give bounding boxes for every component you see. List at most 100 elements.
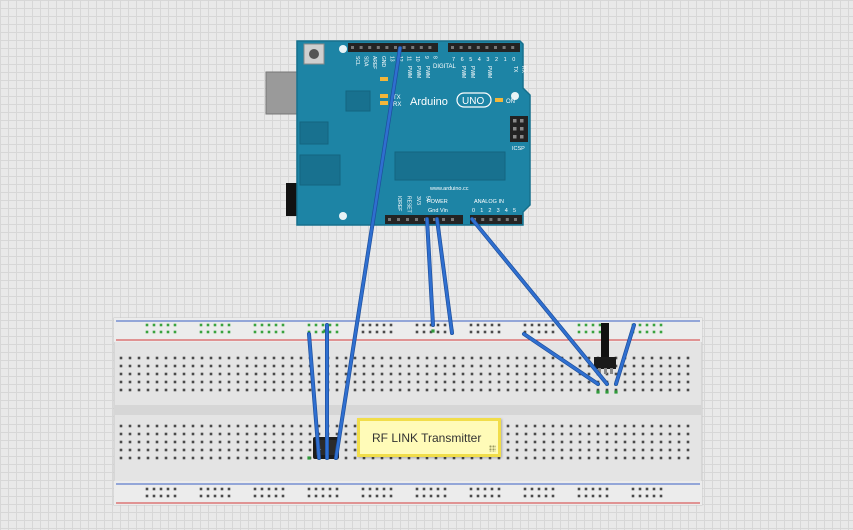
breadboard-hole[interactable]: [560, 388, 564, 392]
breadboard-hole[interactable]: [641, 356, 645, 360]
breadboard-hole[interactable]: [443, 388, 447, 392]
breadboard-hole[interactable]: [254, 448, 258, 452]
breadboard-hole[interactable]: [155, 424, 159, 428]
breadboard-hole[interactable]: [686, 372, 690, 376]
rail-hole[interactable]: [429, 494, 433, 498]
breadboard-hole[interactable]: [650, 388, 654, 392]
breadboard-hole[interactable]: [452, 456, 456, 460]
breadboard-hole[interactable]: [515, 424, 519, 428]
breadboard-hole[interactable]: [227, 356, 231, 360]
breadboard-hole[interactable]: [398, 364, 402, 368]
breadboard-hole[interactable]: [119, 388, 123, 392]
breadboard-hole[interactable]: [263, 356, 267, 360]
rail-hole[interactable]: [274, 330, 278, 334]
breadboard-hole[interactable]: [488, 364, 492, 368]
rail-hole[interactable]: [591, 323, 595, 327]
breadboard-hole[interactable]: [209, 372, 213, 376]
breadboard-hole[interactable]: [290, 456, 294, 460]
breadboard-hole[interactable]: [164, 356, 168, 360]
breadboard-hole[interactable]: [515, 456, 519, 460]
breadboard-hole[interactable]: [578, 356, 582, 360]
rail-hole[interactable]: [469, 323, 473, 327]
breadboard-hole[interactable]: [623, 440, 627, 444]
breadboard-hole[interactable]: [245, 388, 249, 392]
breadboard-hole[interactable]: [434, 372, 438, 376]
breadboard-hole[interactable]: [209, 356, 213, 360]
breadboard-hole[interactable]: [506, 388, 510, 392]
breadboard-hole[interactable]: [218, 364, 222, 368]
breadboard-hole[interactable]: [200, 432, 204, 436]
breadboard-hole[interactable]: [218, 380, 222, 384]
breadboard-hole[interactable]: [533, 388, 537, 392]
breadboard-hole[interactable]: [551, 448, 555, 452]
breadboard-hole[interactable]: [164, 364, 168, 368]
breadboard-hole[interactable]: [173, 388, 177, 392]
header-pin[interactable]: [485, 46, 489, 49]
rail-hole[interactable]: [638, 323, 642, 327]
breadboard-hole[interactable]: [479, 456, 483, 460]
breadboard-hole[interactable]: [236, 372, 240, 376]
header-pin[interactable]: [368, 46, 372, 49]
breadboard-hole[interactable]: [281, 448, 285, 452]
connected-hole[interactable]: [596, 390, 600, 394]
rail-hole[interactable]: [598, 494, 602, 498]
breadboard-hole[interactable]: [272, 448, 276, 452]
breadboard-hole[interactable]: [650, 448, 654, 452]
rail-hole[interactable]: [523, 494, 527, 498]
breadboard-hole[interactable]: [245, 364, 249, 368]
breadboard-hole[interactable]: [272, 356, 276, 360]
rail-hole[interactable]: [274, 494, 278, 498]
breadboard-hole[interactable]: [218, 372, 222, 376]
rail-hole[interactable]: [584, 323, 588, 327]
breadboard-hole[interactable]: [254, 364, 258, 368]
breadboard-hole[interactable]: [263, 456, 267, 460]
rail-hole[interactable]: [206, 323, 210, 327]
breadboard-hole[interactable]: [632, 356, 636, 360]
rail-hole[interactable]: [422, 323, 426, 327]
breadboard-hole[interactable]: [479, 380, 483, 384]
breadboard-hole[interactable]: [164, 380, 168, 384]
breadboard-hole[interactable]: [299, 456, 303, 460]
rail-hole[interactable]: [645, 494, 649, 498]
breadboard-hole[interactable]: [686, 440, 690, 444]
rail-hole[interactable]: [152, 323, 156, 327]
rail-hole[interactable]: [361, 487, 365, 491]
jumper-wires[interactable]: [307, 46, 636, 460]
breadboard-hole[interactable]: [560, 440, 564, 444]
breadboard-hole[interactable]: [632, 372, 636, 376]
breadboard-hole[interactable]: [155, 448, 159, 452]
breadboard-hole[interactable]: [173, 424, 177, 428]
breadboard-hole[interactable]: [308, 388, 312, 392]
breadboard-hole[interactable]: [461, 388, 465, 392]
digital-header-left[interactable]: [348, 43, 438, 52]
breadboard-hole[interactable]: [218, 448, 222, 452]
breadboard-hole[interactable]: [542, 424, 546, 428]
rail-hole[interactable]: [551, 494, 555, 498]
breadboard-hole[interactable]: [659, 372, 663, 376]
rail-hole[interactable]: [199, 323, 203, 327]
rail-hole[interactable]: [368, 487, 372, 491]
breadboard-hole[interactable]: [353, 356, 357, 360]
breadboard-hole[interactable]: [452, 380, 456, 384]
breadboard-hole[interactable]: [452, 364, 456, 368]
breadboard-hole[interactable]: [137, 388, 141, 392]
breadboard-hole[interactable]: [551, 356, 555, 360]
rail-hole[interactable]: [260, 323, 264, 327]
breadboard-hole[interactable]: [542, 448, 546, 452]
rail-hole[interactable]: [605, 487, 609, 491]
rail-hole[interactable]: [307, 330, 311, 334]
header-pin[interactable]: [433, 218, 436, 221]
breadboard-hole[interactable]: [182, 364, 186, 368]
rail-hole[interactable]: [537, 487, 541, 491]
breadboard-hole[interactable]: [254, 372, 258, 376]
breadboard-hole[interactable]: [434, 364, 438, 368]
breadboard-hole[interactable]: [137, 372, 141, 376]
breadboard-hole[interactable]: [263, 440, 267, 444]
breadboard-hole[interactable]: [533, 440, 537, 444]
breadboard-hole[interactable]: [497, 356, 501, 360]
breadboard-hole[interactable]: [515, 364, 519, 368]
breadboard-hole[interactable]: [398, 372, 402, 376]
rail-hole[interactable]: [530, 330, 534, 334]
rail-hole[interactable]: [551, 323, 555, 327]
rail-hole[interactable]: [368, 494, 372, 498]
